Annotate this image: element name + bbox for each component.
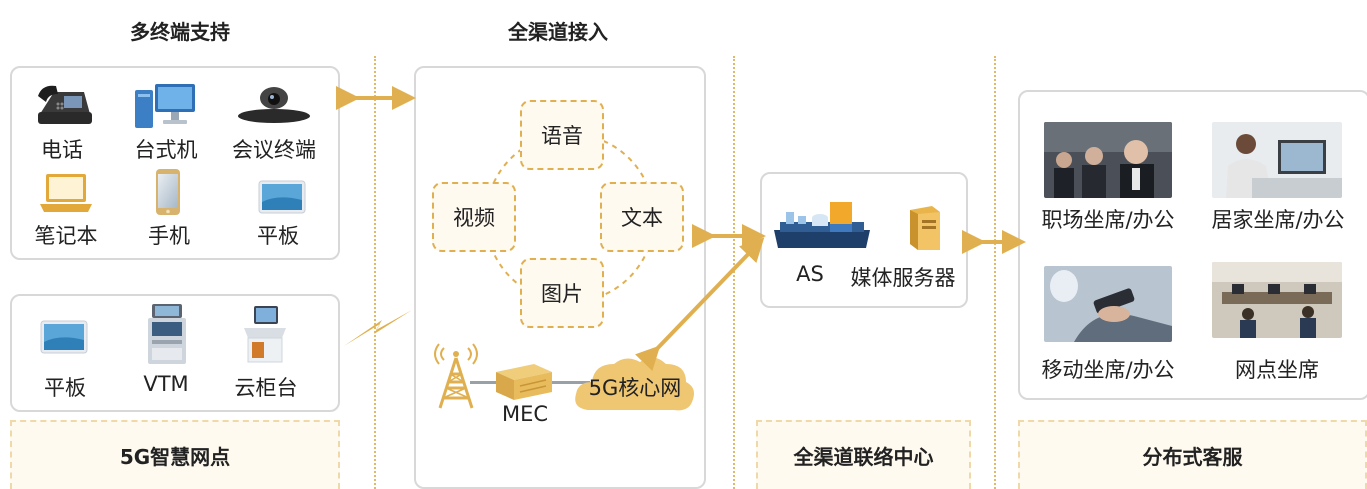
phone-icon <box>38 85 92 124</box>
channel-image-label: 图片 <box>541 282 583 306</box>
branch-label-tablet: 平板 <box>44 376 86 400</box>
mobile-photo <box>1044 266 1172 342</box>
as-label: AS <box>796 262 824 286</box>
laptop-icon <box>40 174 92 212</box>
branch-label-cabinet: 云柜台 <box>234 376 298 400</box>
branch-agent-photo <box>1212 262 1342 338</box>
agent-label-workplace: 职场坐席/办公 <box>1041 208 1175 232</box>
branch-tablet-icon <box>40 320 88 354</box>
conference-terminal-icon <box>238 87 310 123</box>
separator-3 <box>994 56 996 489</box>
media-server-label: 媒体服务器 <box>850 266 956 290</box>
terminal-label-desktop: 台式机 <box>134 138 198 162</box>
channel-text-label: 文本 <box>621 206 663 230</box>
as-server-icon <box>774 202 870 248</box>
channel-voice-label: 语音 <box>541 124 583 148</box>
channel-voice: 语音 <box>520 100 604 170</box>
footer-branch: 5G智慧网点 <box>10 420 340 489</box>
workplace-photo <box>1044 122 1172 198</box>
mobile-phone-icon <box>156 169 180 215</box>
desktop-icon <box>135 84 195 128</box>
cloud-counter-icon <box>244 306 286 363</box>
mec-label: MEC <box>501 402 549 426</box>
channel-video-label: 视频 <box>453 206 495 230</box>
heading-multi-terminal: 多终端支持 <box>130 20 230 44</box>
antenna-tower-icon <box>434 343 478 409</box>
separator-1 <box>374 56 376 489</box>
terminal-label-laptop: 笔记本 <box>34 224 98 248</box>
branch-label-vtm: VTM <box>143 372 189 396</box>
footer-distributed: 分布式客服 <box>1018 420 1367 489</box>
channel-image: 图片 <box>520 258 604 328</box>
footer-center: 全渠道联络中心 <box>756 420 971 489</box>
media-server-icon <box>910 206 940 250</box>
mec-icon <box>496 364 552 400</box>
heading-omni-access: 全渠道接入 <box>508 20 608 44</box>
terminal-label-conference: 会议终端 <box>232 138 316 162</box>
home-photo <box>1212 122 1342 198</box>
terminal-label-phone: 电话 <box>41 138 83 162</box>
channel-video: 视频 <box>432 182 516 252</box>
terminal-label-tablet: 平板 <box>257 224 299 248</box>
lightning-wireless-link <box>344 310 412 346</box>
tablet-icon <box>258 180 306 214</box>
vtm-icon <box>148 304 186 364</box>
agent-label-mobile: 移动坐席/办公 <box>1041 358 1175 382</box>
agent-label-home: 居家坐席/办公 <box>1211 208 1345 232</box>
agent-label-branch: 网点坐席 <box>1235 358 1319 382</box>
core-network-label: 5G核心网 <box>588 376 682 400</box>
arrow-core-center <box>635 237 765 371</box>
terminal-label-mobile: 手机 <box>148 224 190 248</box>
